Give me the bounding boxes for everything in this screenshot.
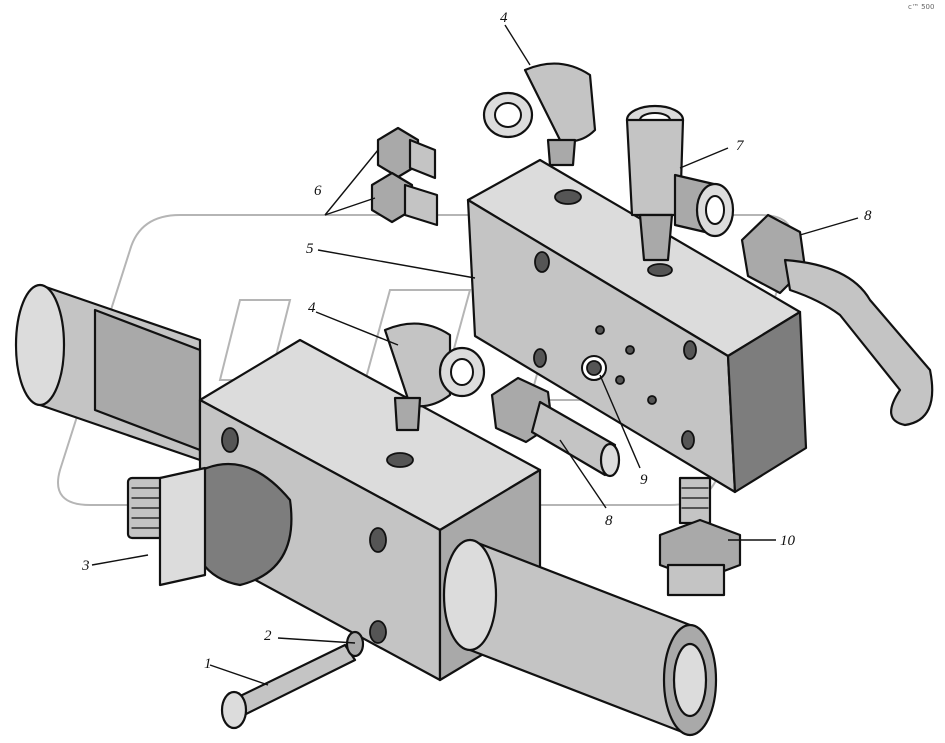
callout-labels: 1 2 3 4 4 5 6 7 8 8 9 10 <box>81 10 872 672</box>
callout-10: 10 <box>780 533 796 549</box>
lower-elbow-fitting <box>383 322 486 432</box>
callout-9: 9 <box>640 472 648 488</box>
screw-and-washer <box>220 630 365 730</box>
callout-5: 5 <box>306 241 314 257</box>
pipe-with-nut-right <box>740 213 934 427</box>
leader-lines <box>91 24 859 686</box>
union-fitting <box>658 476 742 597</box>
plugs <box>370 126 439 227</box>
corner-mark: с™ 500 <box>908 3 934 11</box>
callout-6: 6 <box>314 183 322 199</box>
callout-4-lower: 4 <box>308 300 316 316</box>
callout-4-top: 4 <box>500 10 508 26</box>
callout-1: 1 <box>204 656 212 672</box>
callout-8-center: 8 <box>605 513 613 529</box>
callout-7: 7 <box>736 138 745 154</box>
upper-elbow-fitting <box>482 62 597 167</box>
valve-body <box>14 283 718 737</box>
callout-2: 2 <box>264 628 272 644</box>
callout-8-right: 8 <box>864 208 872 224</box>
tee-fitting <box>625 104 735 262</box>
mounting-plate <box>466 158 808 494</box>
pipe-with-nut-center <box>490 376 621 478</box>
callout-3: 3 <box>81 558 90 574</box>
